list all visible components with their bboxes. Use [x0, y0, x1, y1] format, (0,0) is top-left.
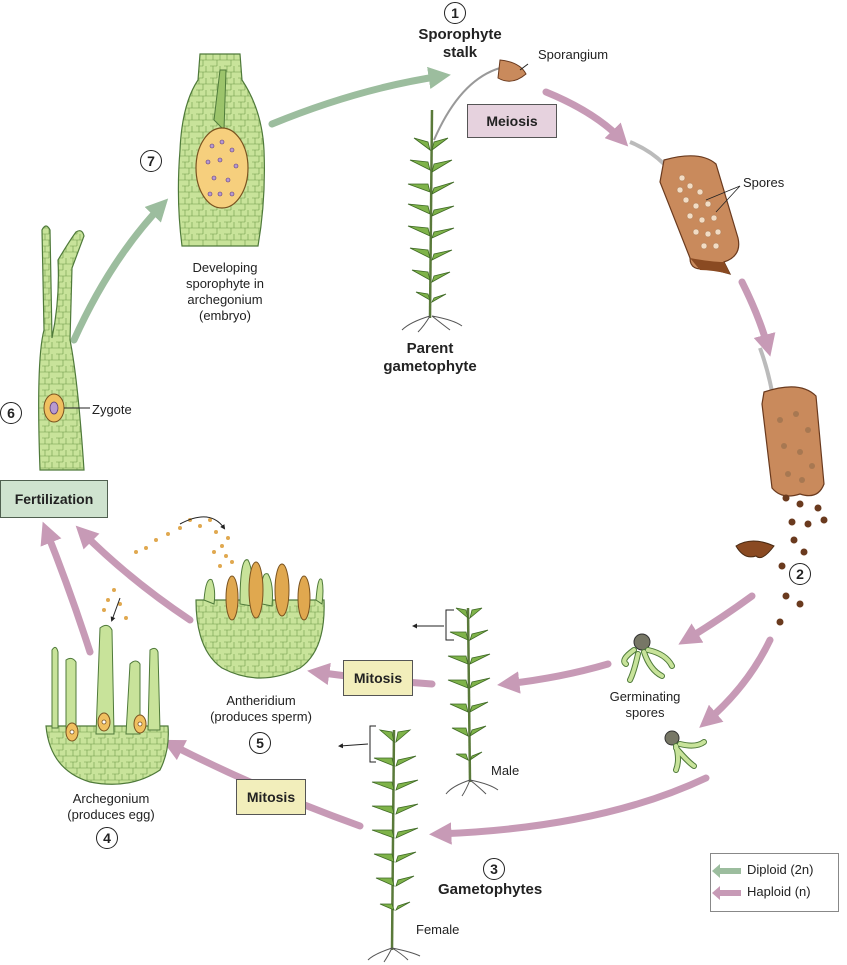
arrow-zygote-to-embryo — [70, 198, 169, 344]
parent-gametophyte-label: Parent gametophyte — [370, 340, 490, 376]
male-gametophyte-plant — [412, 607, 499, 797]
arrow-embryo-to-sporophyte — [268, 66, 451, 128]
legend-haploid-text: Haploid (n) — [747, 884, 811, 899]
embryo-drawing — [177, 53, 265, 247]
spores-label: Spores — [743, 175, 785, 190]
sporophyte-stalk-label: Sporophyte stalk — [400, 26, 520, 62]
archegonium-label: Archegonium (produces egg) — [46, 791, 176, 823]
developing-sporophyte-line-2: sporophyte in — [185, 276, 265, 291]
parent-gametophyte-plant — [401, 59, 527, 333]
capsule-open — [735, 347, 828, 626]
arrow-antheridium-to-fertilization — [75, 525, 194, 624]
fertilization-box: Fertilization — [0, 480, 108, 518]
gametophytes-label: Gametophytes — [438, 881, 543, 898]
parent-gametophyte-line-2: gametophyte — [383, 358, 477, 375]
germinating-spores-line-1: Germinating — [609, 689, 681, 704]
step-number-3: 3 — [483, 858, 505, 880]
sporangium-pointer — [519, 63, 529, 71]
step-number-1: 1 — [444, 2, 466, 24]
developing-sporophyte-line-4: (embryo) — [198, 308, 251, 323]
developing-sporophyte-line-1: Developing — [192, 260, 258, 275]
mitosis-box-archegonium: Mitosis — [236, 779, 306, 815]
antheridium-line-2: (produces sperm) — [210, 709, 312, 724]
germinating-spores-line-2: spores — [625, 705, 665, 720]
mitosis-box-antheridium: Mitosis — [343, 660, 413, 696]
zygote-archegonium-drawing — [38, 225, 90, 471]
arrow-germinating-to-male — [497, 660, 612, 694]
legend: Diploid (2n) Haploid (n) — [710, 853, 839, 912]
developing-sporophyte-line-3: archegonium — [187, 292, 263, 307]
zygote-label: Zygote — [92, 402, 132, 417]
germinating-spores-label: Germinating spores — [590, 689, 700, 721]
parent-gametophyte-line-1: Parent — [406, 340, 454, 357]
antheridium-label: Antheridium (produces sperm) — [196, 693, 326, 725]
meiosis-box: Meiosis — [467, 104, 557, 138]
step-number-7: 7 — [140, 150, 162, 172]
sporophyte-stalk-line-2: stalk — [442, 44, 478, 61]
arrow-spores-to-germinating-1 — [678, 592, 756, 645]
sporophyte-stalk-line-1: Sporophyte — [418, 26, 502, 43]
archegonium-drawing — [45, 588, 169, 785]
arrow-capsule-to-open — [738, 278, 776, 357]
legend-haploid: Haploid (n) — [712, 884, 811, 900]
arrow-archegonium-to-fertilization — [40, 521, 94, 656]
step-number-4: 4 — [96, 827, 118, 849]
sporangium-label: Sporangium — [538, 47, 609, 62]
legend-diploid-text: Diploid (2n) — [747, 862, 814, 877]
female-gametophyte-plant — [338, 725, 421, 963]
step-number-2: 2 — [789, 563, 811, 585]
germinating-spores-drawing — [621, 633, 707, 773]
male-label: Male — [491, 763, 520, 778]
antheridium-line-1: Antheridium — [226, 693, 296, 708]
step-number-6: 6 — [0, 402, 22, 424]
developing-sporophyte-label: Developing sporophyte in archegonium (em… — [160, 260, 290, 324]
diploid-arrow-icon — [712, 863, 741, 878]
legend-diploid: Diploid (2n) — [712, 862, 814, 878]
arrow-capsule-to-meiosis — [542, 88, 629, 147]
arrow-spores-to-germinating-2 — [699, 636, 774, 728]
arrow-germinating-to-female — [429, 774, 710, 845]
haploid-arrow-icon — [712, 885, 741, 900]
archegonium-line-1: Archegonium — [72, 791, 150, 806]
step-number-5: 5 — [249, 732, 271, 754]
archegonium-line-2: (produces egg) — [67, 807, 155, 822]
female-label: Female — [416, 922, 460, 937]
antheridium-drawing — [134, 516, 325, 679]
capsule-closed — [629, 140, 741, 275]
